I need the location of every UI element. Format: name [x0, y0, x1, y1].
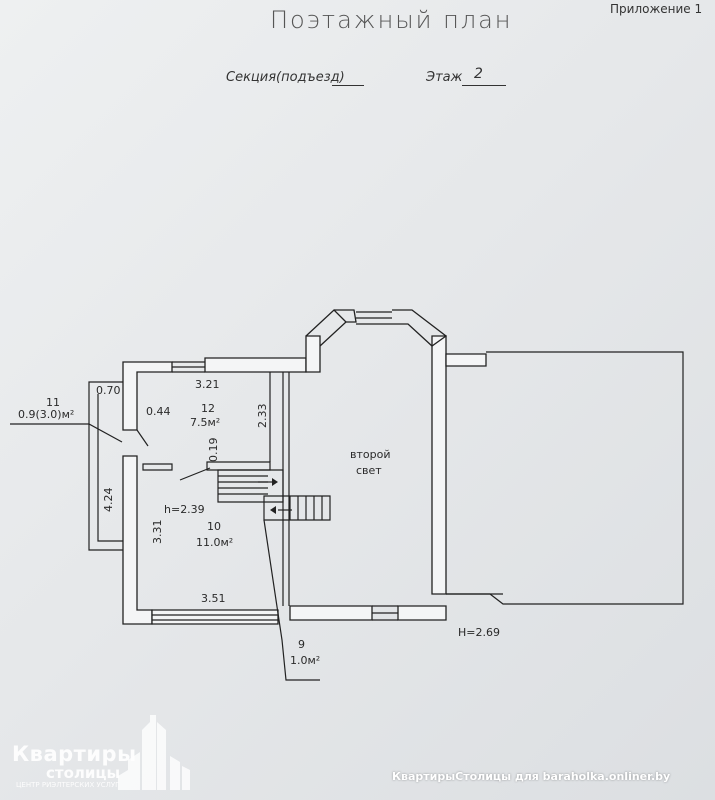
room-12-area: 7.5м² — [190, 416, 220, 429]
window-top-left — [172, 361, 205, 373]
floor-blank-line — [462, 85, 506, 86]
section-label: Секция(подъезд) — [226, 70, 345, 85]
logo-tagline: ЦЕНТР РИЭЛТЕРСКИХ УСЛУГ — [16, 781, 120, 789]
page-title: Поэтажный план — [270, 6, 513, 34]
partition-stub-left — [142, 463, 173, 471]
wall-bottom-middle — [289, 605, 373, 621]
room-height: h=2.39 — [164, 503, 205, 516]
room-11-area: 0.9(3.0)м² — [18, 408, 74, 421]
logo-building-graphic — [118, 715, 190, 790]
wall-top-middle — [204, 357, 307, 373]
room-11-number: 11 — [46, 396, 60, 409]
leader-dim-019 — [179, 467, 211, 481]
second-light-line1: второй — [350, 448, 390, 461]
second-light-line2: свет — [356, 464, 382, 477]
partition-room12-bottom — [206, 461, 271, 471]
dim-044: 0.44 — [146, 405, 171, 418]
floor-height: H=2.69 — [458, 626, 500, 639]
dim-070: 0.70 — [96, 384, 121, 397]
leader-room11 — [10, 423, 123, 443]
wall-bottom-right — [397, 605, 447, 621]
window-bottom-left — [152, 614, 278, 621]
section-blank-line — [332, 85, 364, 86]
bay-left-diagonal — [305, 309, 347, 347]
balcony-inner-line — [97, 394, 123, 542]
window-bottom-right — [372, 605, 398, 621]
terrace-outline — [446, 351, 684, 605]
dim-233: 2.33 — [256, 404, 269, 429]
floor-label: Этаж — [426, 70, 463, 85]
stair-treads-upper — [218, 475, 268, 495]
dim-351: 3.51 — [201, 592, 226, 605]
dim-331: 3.31 — [151, 520, 164, 545]
floor-value: 2 — [474, 66, 483, 82]
door-swing-room12 — [136, 429, 149, 447]
logo-text-main: Квартиры — [12, 742, 137, 766]
dim-424: 4.24 — [102, 488, 115, 513]
wall-balcony-connector — [445, 353, 487, 367]
wall-left-bottom — [122, 455, 153, 625]
logo-text-sub: столицы — [46, 764, 121, 782]
room-10-number: 10 — [207, 520, 221, 533]
room-12-number: 12 — [201, 402, 215, 415]
wall-bottom-left — [151, 609, 279, 625]
wall-left-top — [122, 361, 173, 431]
room-9-number: 9 — [298, 638, 305, 651]
dim-321: 3.21 — [195, 378, 220, 391]
dim-019: 0.19 — [207, 438, 220, 463]
stair-arrow-upper-head — [272, 478, 278, 486]
room-10-area: 11.0м² — [196, 536, 233, 549]
wall-bay-base-left — [305, 335, 321, 373]
leader-room9 — [263, 519, 320, 681]
partition-stair-void — [282, 372, 290, 606]
appendix-label: Приложение 1 — [610, 2, 703, 16]
stair-flight-upper — [217, 469, 284, 503]
bay-left-corner — [334, 309, 357, 323]
bay-right-corner — [392, 309, 448, 347]
stair-flight-lower — [263, 495, 331, 521]
watermark-text: КвартирыСтолицы для baraholka.onliner.by — [392, 770, 671, 783]
bay-top-window — [356, 311, 392, 325]
wall-right — [431, 335, 447, 595]
stair-arrow-lower-head — [270, 506, 276, 514]
room-9-area: 1.0м² — [290, 654, 320, 667]
balcony-outline — [88, 381, 123, 551]
stair-treads-lower — [289, 496, 323, 520]
